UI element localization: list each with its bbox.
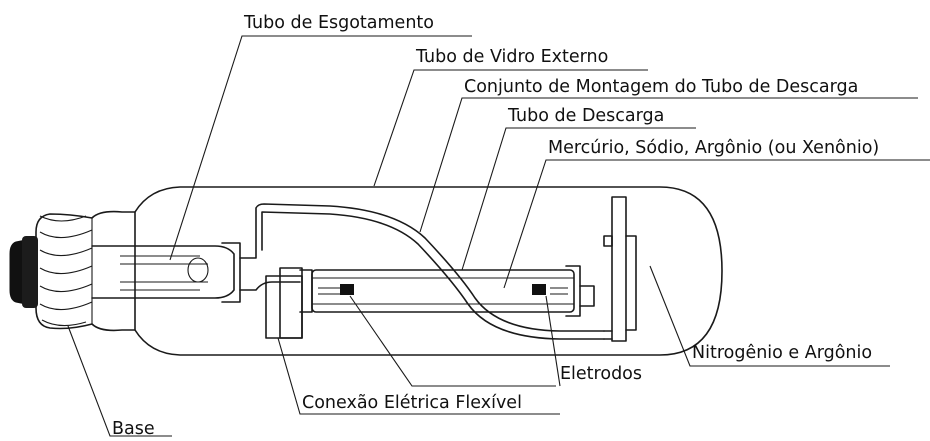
electrode-right xyxy=(532,284,546,295)
label-conjunto-montagem: Conjunto de Montagem do Tubo de Descarga xyxy=(464,77,858,97)
discharge-tube xyxy=(299,265,581,317)
leader-lines xyxy=(67,35,930,437)
label-conexao-eletrica: Conexão Elétrica Flexível xyxy=(302,393,522,413)
label-tubo-esgotamento: Tubo de Esgotamento xyxy=(243,13,434,33)
outer-glass-bulb xyxy=(134,186,723,356)
lamp-base xyxy=(9,210,136,332)
base-insulator xyxy=(22,236,38,308)
base-threads xyxy=(39,215,93,327)
electrode-left xyxy=(340,284,354,295)
label-gases-internos: Mercúrio, Sódio, Argônio (ou Xenônio) xyxy=(548,138,879,158)
label-tubo-descarga: Tubo de Descarga xyxy=(507,106,664,126)
base-shell xyxy=(35,210,136,332)
label-tubo-vidro-externo: Tubo de Vidro Externo xyxy=(415,47,608,67)
mounting-frame-wire xyxy=(239,203,605,332)
flexible-connection xyxy=(239,267,595,339)
label-nitrogenio-argonio: Nitrogênio e Argônio xyxy=(692,343,872,363)
exhaust-tube xyxy=(91,242,241,303)
label-base: Base xyxy=(112,419,155,439)
label-eletrodos: Eletrodos xyxy=(560,364,642,384)
mounting-frame-wire-inner xyxy=(261,211,605,340)
right-support xyxy=(603,196,637,342)
